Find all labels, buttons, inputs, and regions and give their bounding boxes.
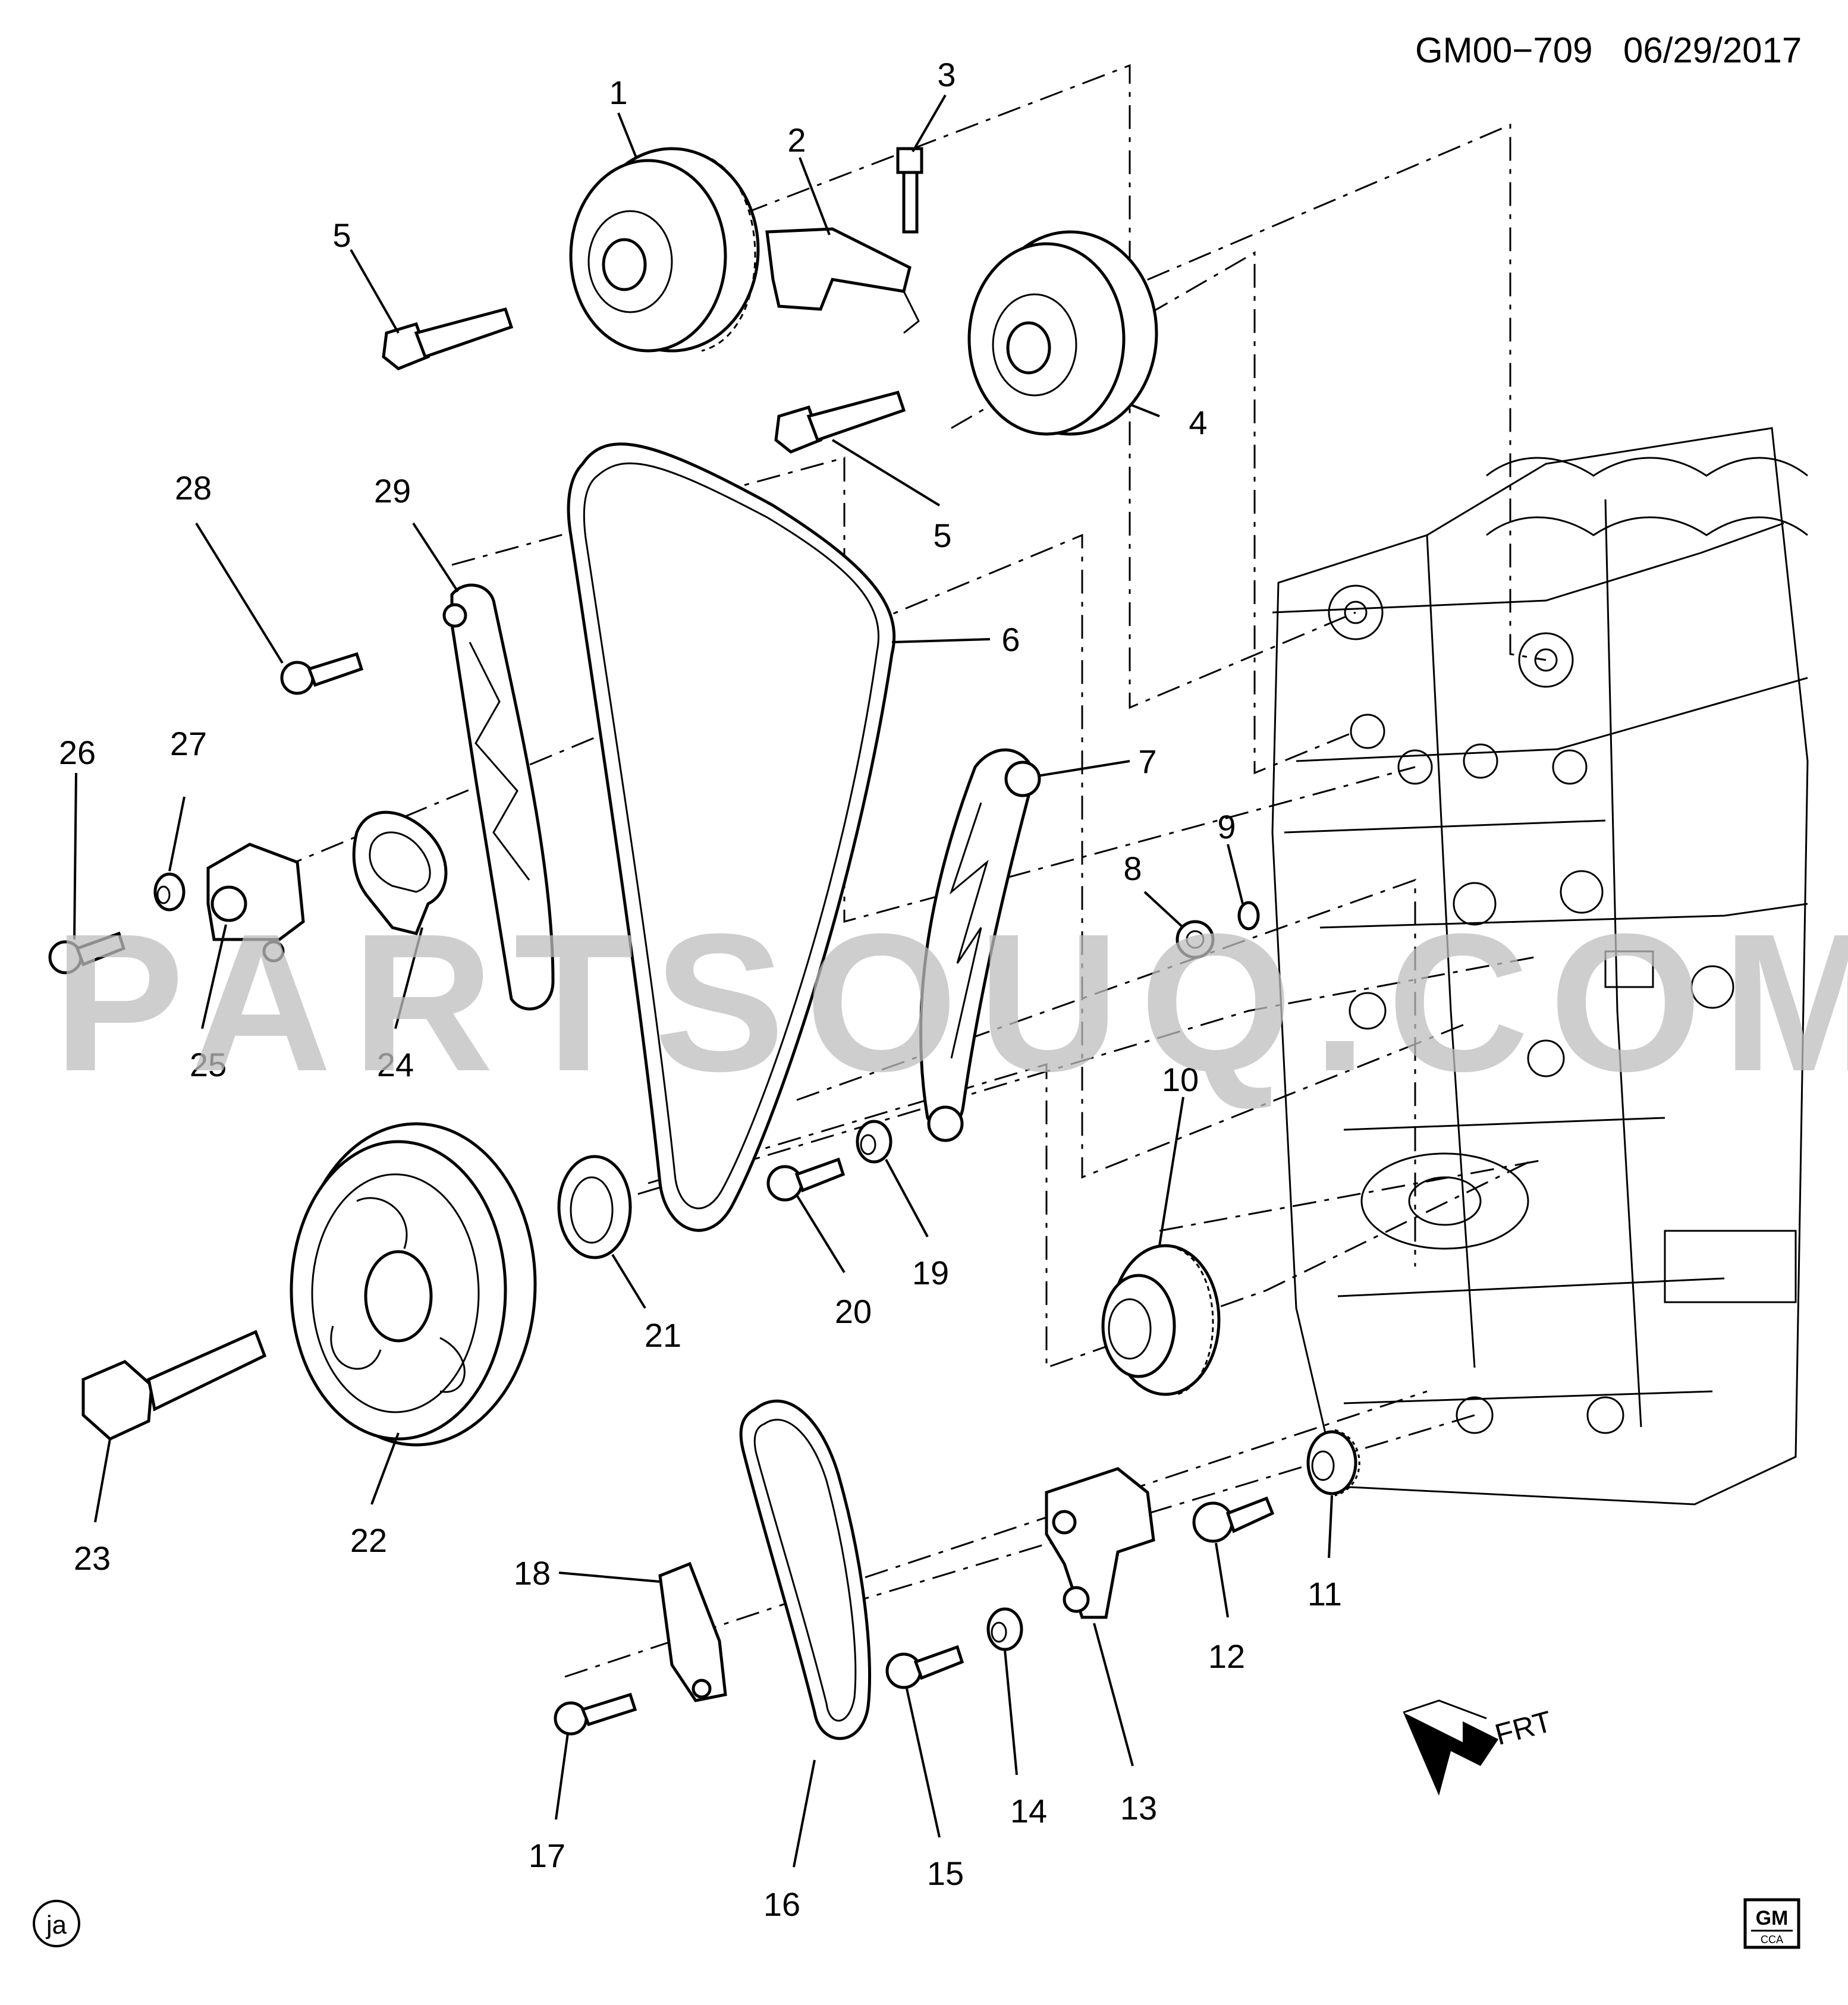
part-9-washer: [1237, 901, 1260, 931]
part-3-bolt: [896, 147, 923, 234]
part-22-crankshaft-balancer: [290, 1122, 537, 1447]
part-24-gasket: [352, 810, 448, 935]
part-11-oil-pump-sprocket: [1306, 1429, 1360, 1497]
diagram-date: 06/29/2017: [1623, 30, 1802, 70]
callout-8: 8: [1123, 850, 1142, 887]
watermark: PARTSOUQ.COM: [54, 892, 1848, 1112]
callout-22: 22: [350, 1522, 387, 1559]
callout-19: 19: [912, 1254, 949, 1291]
callout-27: 27: [170, 725, 207, 762]
callout-7: 7: [1138, 743, 1156, 780]
part-21-front-seal: [557, 1155, 632, 1259]
callout-5-lower: 5: [933, 517, 951, 554]
part-18-chain-guide: [658, 1561, 727, 1702]
part-17-bolt: [554, 1692, 637, 1736]
part-7-chain-guide: [919, 748, 1041, 1142]
callout-23: 23: [74, 1539, 111, 1577]
callout-12: 12: [1208, 1638, 1245, 1675]
callout-13: 13: [1120, 1789, 1157, 1827]
callout-21: 21: [645, 1316, 681, 1354]
callout-17: 17: [529, 1837, 565, 1874]
gm-logo-text: GM: [1756, 1907, 1789, 1929]
part-12-bolt: [1192, 1496, 1275, 1543]
part-1-camshaft-phaser: [569, 147, 760, 353]
engine-block: [1271, 427, 1809, 1506]
part-10-crankshaft-sprocket: [1101, 1244, 1221, 1396]
part-2-bracket: [765, 227, 920, 334]
part-25-chain-tensioner: [206, 843, 305, 963]
author-mark-text: ja: [45, 1910, 67, 1940]
callout-4: 4: [1189, 404, 1207, 441]
part-28-bolt: [280, 652, 364, 695]
callout-1: 1: [609, 74, 627, 111]
part-6-timing-chain: [567, 442, 896, 1232]
callout-26: 26: [59, 734, 96, 771]
callout-24: 24: [377, 1046, 414, 1083]
part-8-plug: [1176, 920, 1215, 959]
leader-lines: [73, 94, 1333, 1868]
callout-28: 28: [175, 469, 212, 507]
part-5-bolt-upper: [382, 307, 514, 370]
callout-18: 18: [514, 1554, 551, 1592]
part-26-bolt: [48, 931, 126, 975]
callout-15: 15: [927, 1855, 964, 1892]
part-16-oil-pump-chain: [739, 1399, 872, 1740]
callout-2: 2: [787, 121, 806, 159]
part-19-spacer: [856, 1120, 892, 1164]
callout-numbers: 1 2 3 4 5 5 6 7 8 9 10 11 12 13 14 15 16…: [59, 56, 1342, 1923]
part-15-bolt: [885, 1645, 964, 1689]
part-29-chain-guide: [442, 583, 555, 1011]
part-13-tensioner: [1045, 1467, 1155, 1619]
callout-6: 6: [1001, 621, 1020, 658]
callout-16: 16: [763, 1885, 800, 1923]
part-14-spacer: [986, 1607, 1023, 1651]
callout-20: 20: [835, 1293, 872, 1330]
author-mark: ja: [33, 1900, 80, 1947]
callout-5-upper: 5: [332, 216, 351, 254]
part-27-spacer: [153, 872, 186, 912]
callout-9: 9: [1217, 808, 1236, 846]
part-23-balancer-bolt: [81, 1330, 267, 1441]
front-direction-label: FRT: [1491, 1705, 1555, 1752]
part-5-bolt-lower: [774, 390, 906, 454]
part-4-camshaft-phaser: [967, 230, 1158, 436]
callout-25: 25: [190, 1046, 227, 1083]
callout-14: 14: [1010, 1792, 1047, 1830]
callout-11: 11: [1308, 1575, 1342, 1613]
part-20-bolt: [766, 1157, 846, 1202]
callout-10: 10: [1162, 1061, 1199, 1098]
callout-29: 29: [374, 472, 411, 510]
gm-logo-subtext: CCA: [1761, 1934, 1783, 1946]
callout-3: 3: [937, 56, 956, 93]
gm-logo: GM CCA: [1743, 1898, 1800, 1949]
diagram-code: GM00−709: [1415, 30, 1593, 70]
front-direction-arrow: FRT: [1403, 1699, 1555, 1796]
